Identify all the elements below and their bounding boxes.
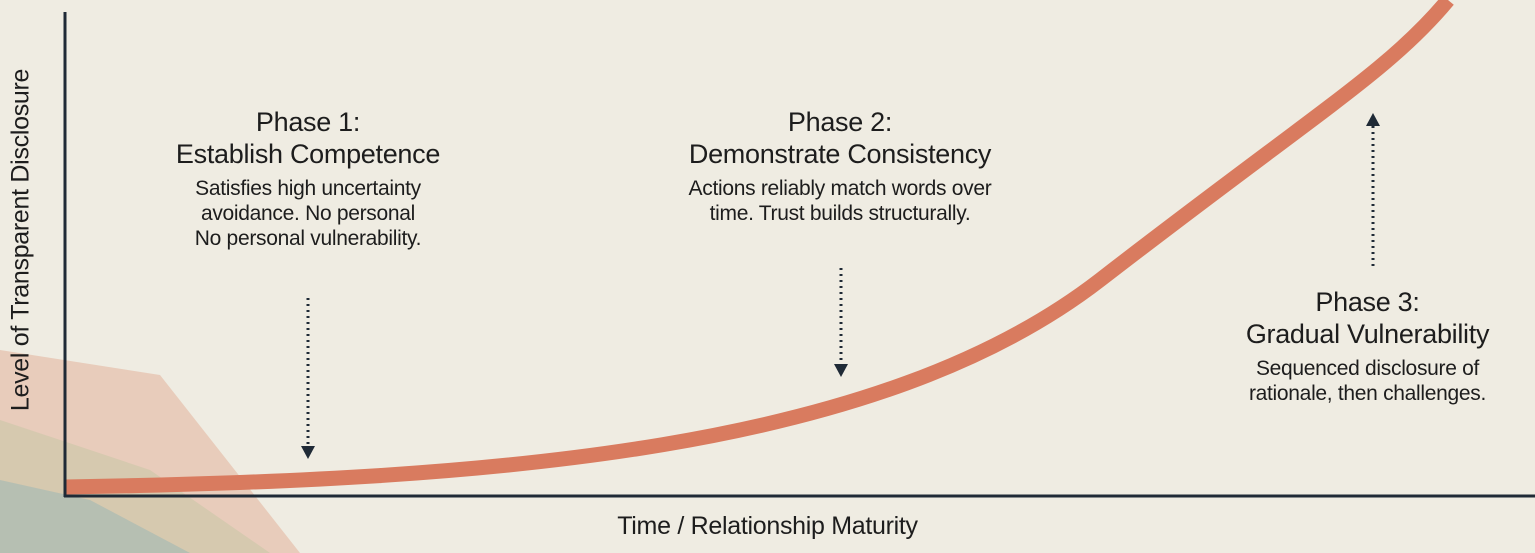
phase-1-arrow xyxy=(301,298,315,459)
phase-3-title-line1: Phase 3: xyxy=(1315,287,1420,317)
phase-1-desc-line: Satisfies high uncertainty xyxy=(195,177,421,200)
phase-1-title-line1: Phase 1: xyxy=(255,107,361,137)
growth-curve xyxy=(64,0,1454,495)
phase-3-title-line2: Gradual Vulnerability xyxy=(1245,319,1490,349)
phase-1-desc-line: avoidance. No personal xyxy=(200,202,416,225)
phase-2-desc-line: time. Trust builds structurally. xyxy=(709,202,971,225)
phase-1-title-line2: Establish Competence xyxy=(175,139,441,169)
phase-3-arrow xyxy=(1366,113,1380,268)
x-axis-label: Time / Relationship Maturity xyxy=(617,512,918,540)
phase-3-annotation: Phase 3: Gradual Vulnerability Sequenced… xyxy=(1195,286,1535,406)
phase-1-desc-line: No personal vulnerability. xyxy=(194,227,422,250)
phase-3-desc-line: Sequenced disclosure of xyxy=(1255,357,1480,380)
y-axis-label: Level of Transparent Disclosure xyxy=(6,68,35,412)
phase-2-title-line2: Demonstrate Consistency xyxy=(688,139,992,169)
phase-3-desc-line: rationale, then challenges. xyxy=(1248,382,1487,405)
phase-2-desc-line: Actions reliably match words over xyxy=(688,177,992,200)
phase-2-title-line1: Phase 2: xyxy=(787,107,893,137)
phase-2-annotation: Phase 2: Demonstrate Consistency Actions… xyxy=(620,106,1060,226)
phase-2-arrow xyxy=(834,268,848,377)
phase-1-description: Satisfies high uncertainty avoidance. No… xyxy=(118,176,498,251)
phase-2-description: Actions reliably match words over time. … xyxy=(620,176,1060,226)
phase-1-annotation: Phase 1: Establish Competence Satisfies … xyxy=(118,106,498,251)
phase-3-description: Sequenced disclosure of rationale, then … xyxy=(1195,356,1535,406)
